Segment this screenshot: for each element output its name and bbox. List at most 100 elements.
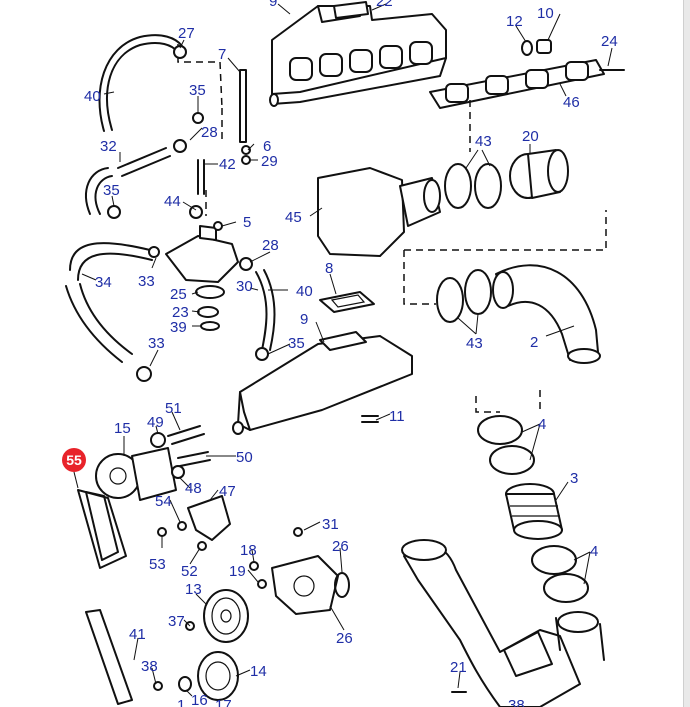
callout-17: 17 [215, 697, 232, 707]
callout-28-mid: 28 [201, 124, 218, 141]
callout-48: 48 [185, 480, 202, 497]
callout-30: 30 [236, 278, 253, 295]
callout-3: 3 [570, 470, 578, 487]
dashed-guide-7 [475, 396, 500, 413]
callout-24: 24 [601, 33, 618, 50]
hose-34-lower [65, 283, 133, 363]
bolt-38 [153, 681, 163, 691]
callout-18: 20 [522, 128, 539, 145]
callout-54: 54 [155, 493, 172, 510]
hose-32 [117, 147, 171, 177]
gasket-8 [319, 291, 375, 313]
bracket-47 [187, 495, 231, 541]
callout-15: 15 [114, 420, 131, 437]
callout-33-lower: 33 [148, 335, 165, 352]
dashed-guide-5 [404, 210, 607, 251]
callout-40-mid: 40 [296, 283, 313, 300]
exhaust-riser-45 [317, 167, 441, 257]
clamp-43d [464, 269, 492, 315]
callout-45: 45 [285, 209, 302, 226]
callout-31: 31 [322, 516, 339, 533]
callout-4-upper: 4 [538, 416, 546, 433]
bolt-53 [157, 527, 167, 537]
clamp-28-right [239, 257, 253, 271]
hose-elbow [85, 167, 113, 215]
callout-46: 46 [563, 94, 580, 111]
callout-25: 25 [170, 286, 187, 303]
callout-51: 51 [165, 400, 182, 417]
callout-10: 10 [537, 5, 554, 22]
clamp-28-mid [173, 139, 187, 153]
callout-32: 32 [100, 138, 117, 155]
bellows-18 [509, 149, 569, 199]
callout-28-top: 27 [178, 25, 195, 42]
callout-40-top: 40 [84, 88, 101, 105]
callout-4-lower: 4 [590, 543, 598, 560]
elbow-pipe-2 [492, 264, 601, 364]
highlight-leader [73, 471, 79, 489]
bolt-7 [239, 69, 247, 143]
clamp-4a [477, 415, 523, 445]
callout-44: 44 [164, 193, 181, 210]
washer-6 [241, 145, 251, 155]
callout-49: 49 [147, 414, 164, 431]
callout-39: 39 [170, 319, 187, 336]
clamp-4d [543, 573, 589, 603]
callout-2: 2 [530, 334, 538, 351]
exhaust-pipe-lower [401, 539, 605, 707]
clamp-33-lower [136, 366, 152, 382]
callout-34: 34 [95, 274, 112, 291]
washer-16 [178, 676, 192, 692]
belt-41 [85, 609, 133, 705]
callout-43-top: 43 [475, 133, 492, 150]
callout-6: 6 [263, 138, 271, 155]
callout-23: 23 [172, 304, 189, 321]
callout-21: 21 [450, 659, 467, 676]
hose-51 [167, 425, 205, 445]
callouts: 9 22 12 10 24 46 27 7 40 35 28 32 6 29 4… [84, 0, 618, 707]
callout-9-top: 9 [269, 0, 277, 10]
callout-53: 53 [149, 556, 166, 573]
callout-35-mid: 35 [288, 335, 305, 352]
callout-42: 42 [219, 156, 236, 173]
callout-37: 38 [508, 697, 525, 707]
hose-40-top [106, 42, 179, 131]
callout-7: 7 [218, 46, 226, 63]
hose-40-top-outer [98, 34, 183, 132]
callout-14: 14 [250, 663, 267, 680]
oring-29 [241, 155, 251, 165]
hose-34-upper [69, 242, 153, 281]
clamp-28-top [173, 45, 187, 59]
callout-52: 52 [181, 563, 198, 580]
clamp-35-mid [255, 347, 269, 361]
exhaust-gasket [429, 59, 605, 109]
callout-22: 22 [376, 0, 393, 10]
callout-1: 1 [177, 697, 185, 707]
callout-9-mid: 9 [300, 311, 308, 328]
drive-belt-55 [77, 489, 127, 569]
clamp-4b [489, 445, 535, 475]
callout-43-lower: 43 [466, 335, 483, 352]
hose-50 [177, 451, 211, 467]
highlight-marker-circle[interactable] [62, 448, 86, 472]
dashed-guide-4 [403, 250, 436, 305]
callout-13: 13 [185, 581, 202, 598]
gasket-27 [334, 572, 350, 598]
highlight-marker-label[interactable]: 55 [66, 452, 82, 468]
clamp-33-upper [148, 246, 160, 258]
callout-35-left: 35 [103, 182, 120, 199]
bellows-3 [505, 483, 563, 540]
callout-36: 37 [168, 613, 185, 630]
callout-27: 26 [332, 538, 349, 555]
highlight-marker-55[interactable]: 55 [62, 448, 86, 489]
pulley-13 [203, 589, 249, 643]
clamp-43b [474, 163, 502, 209]
screw-19 [249, 561, 259, 571]
callout-26: 26 [336, 630, 353, 647]
bolt-11 [361, 415, 379, 423]
thermostat-housing [165, 225, 239, 331]
ring-48 [171, 465, 185, 479]
callout-28-right: 28 [262, 237, 279, 254]
clamp-35-left [107, 205, 121, 219]
clamp-43c [436, 277, 464, 323]
